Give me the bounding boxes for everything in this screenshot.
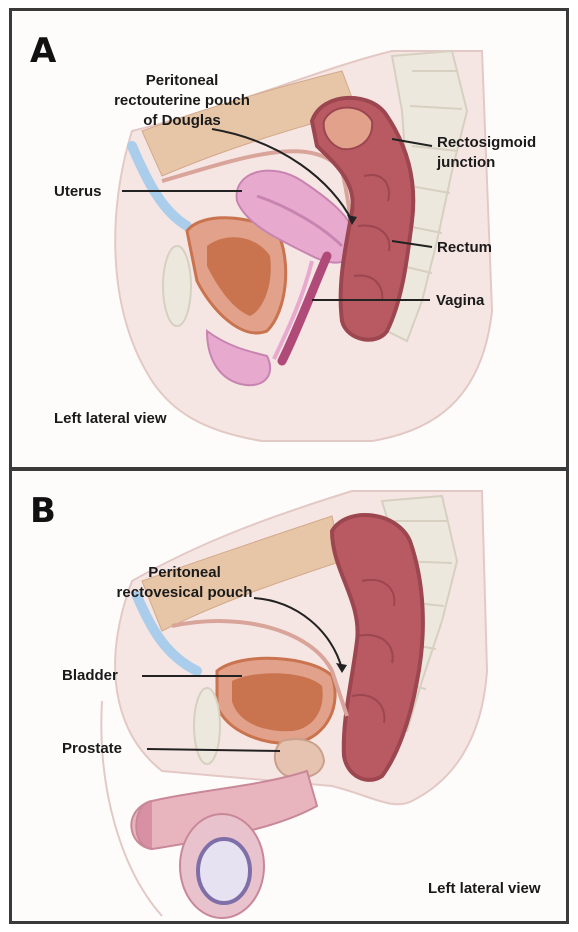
label-rectosigmoid-junction: Rectosigmoid junction <box>437 133 536 173</box>
label-rectovesical-pouch: Peritoneal rectovesical pouch <box>72 563 297 603</box>
label-line: junction <box>437 153 536 173</box>
label-line: rectouterine pouch <box>72 91 292 111</box>
label-rectum: Rectum <box>437 238 492 258</box>
label-view-b: Left lateral view <box>428 879 541 899</box>
testis <box>180 814 264 918</box>
panel-a-female-pelvis: A Peritoneal rectouterine pouch of Dougl… <box>9 8 569 470</box>
panel-b-letter: B <box>30 491 56 531</box>
panel-a-letter: A <box>30 31 56 71</box>
label-line: Peritoneal <box>72 71 292 91</box>
pubic-bone-a <box>163 246 191 326</box>
label-rectouterine-pouch: Peritoneal rectouterine pouch of Douglas <box>72 71 292 131</box>
label-prostate: Prostate <box>62 739 122 759</box>
label-line: Peritoneal <box>72 563 297 583</box>
label-view-a: Left lateral view <box>54 409 167 429</box>
label-bladder: Bladder <box>62 666 118 686</box>
label-line: Rectosigmoid <box>437 133 536 153</box>
label-uterus: Uterus <box>54 182 102 202</box>
male-pelvis-illustration <box>12 471 566 921</box>
label-line: rectovesical pouch <box>72 583 297 603</box>
label-vagina: Vagina <box>436 291 484 311</box>
prostate <box>275 739 324 778</box>
pubic-bone-b <box>194 688 220 764</box>
panel-b-male-pelvis: B Peritoneal rectovesical pouch Bladder … <box>9 468 569 924</box>
label-line: of Douglas <box>72 111 292 131</box>
